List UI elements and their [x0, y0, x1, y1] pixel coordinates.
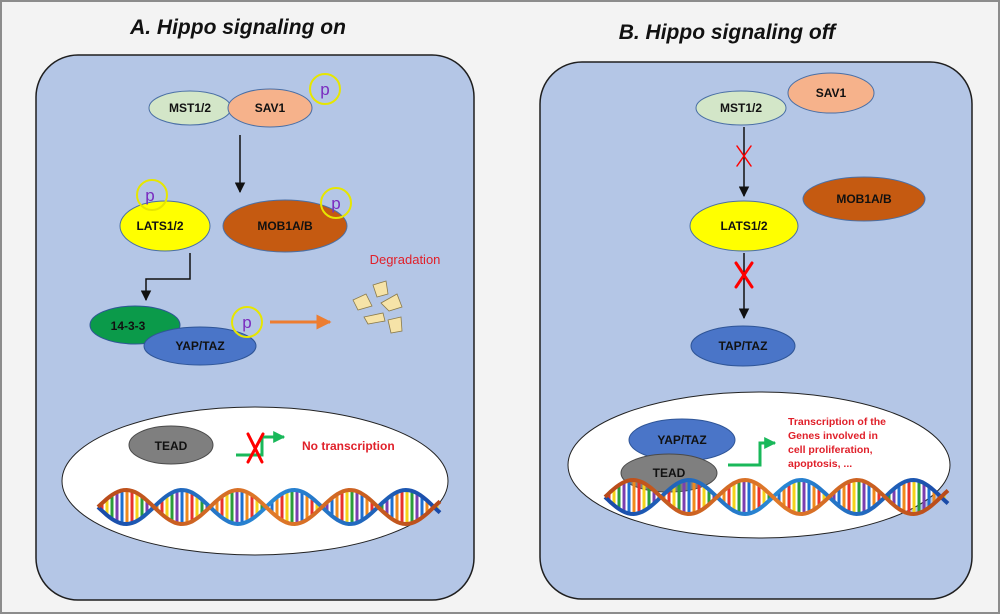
tead-node-a	[128, 425, 214, 465]
tead-label-a: TEAD	[155, 439, 188, 453]
phospho-p-yap: p	[242, 313, 251, 332]
transcription-line: cell proliferation,	[788, 444, 873, 456]
yap-label-b: YAP/TAZ	[657, 433, 706, 447]
sav-label-a: SAV1	[255, 101, 286, 115]
phospho-circle-mob	[320, 187, 352, 219]
panel-b-title: B. Hippo signaling off	[619, 21, 838, 44]
no-transcription-label: No transcription	[302, 439, 395, 453]
dna-helix-a	[96, 487, 442, 527]
panel-a: A. Hippo signaling on MST1/2 SAV1 p LATS…	[35, 16, 475, 601]
nucleus-a	[61, 406, 449, 556]
transcription-line: Genes involved in	[788, 430, 878, 442]
inhibition-mark-a	[246, 432, 265, 464]
panel-b: B. Hippo signaling off MST1/2 SAV1 LATS1…	[539, 21, 973, 600]
transcription-line: Transcription of the	[788, 416, 886, 428]
degradation-label: Degradation	[370, 252, 441, 267]
phospho-circle-yap	[231, 306, 263, 338]
promoter-arrow-a	[236, 431, 286, 457]
dna-strand	[603, 477, 950, 517]
phospho-p-sav: p	[320, 80, 329, 99]
mst-node-b	[695, 90, 787, 126]
mst-label-a: MST1/2	[169, 101, 211, 115]
phospho-circle-sav	[309, 73, 341, 105]
mob-label-b: MOB1A/B	[836, 192, 892, 206]
mob-label-a: MOB1A/B	[257, 219, 313, 233]
phospho-p-mob: p	[331, 194, 340, 213]
yap-node-a	[143, 326, 257, 366]
dna-helix-b	[603, 477, 950, 517]
inhibition-mark-b2	[734, 261, 754, 289]
tead-label-b: TEAD	[653, 466, 686, 480]
mst-label-b: MST1/2	[720, 101, 762, 115]
sav-node-a	[227, 88, 313, 128]
dna-strand	[96, 487, 442, 527]
phospho-p-lats: p	[145, 186, 154, 205]
p14-label-a: 14-3-3	[111, 319, 146, 333]
lats-label-a: LATS1/2	[136, 219, 183, 233]
phospho-circle-lats	[136, 179, 168, 211]
mob-node-a	[222, 199, 348, 253]
promoter-arrow-b	[728, 437, 777, 467]
lats-label-b: LATS1/2	[720, 219, 767, 233]
lats-node-b	[689, 200, 799, 252]
panel-a-title: A. Hippo signaling on	[129, 16, 346, 39]
yap-label-a: YAP/TAZ	[175, 339, 224, 353]
sav-label-b: SAV1	[816, 86, 847, 100]
transcription-text-b: Transcription of the Genes involved in c…	[788, 416, 889, 470]
activation-arrow-a2	[140, 253, 191, 302]
sav-node-b	[787, 72, 875, 114]
tap-node-b	[690, 325, 796, 367]
mob-node-b	[802, 176, 926, 222]
inhibition-mark-b1	[736, 145, 752, 167]
tap-label-b: TAP/TAZ	[719, 339, 768, 353]
transcription-line: apoptosis, ...	[788, 458, 852, 470]
degradation-fragments	[352, 280, 403, 334]
